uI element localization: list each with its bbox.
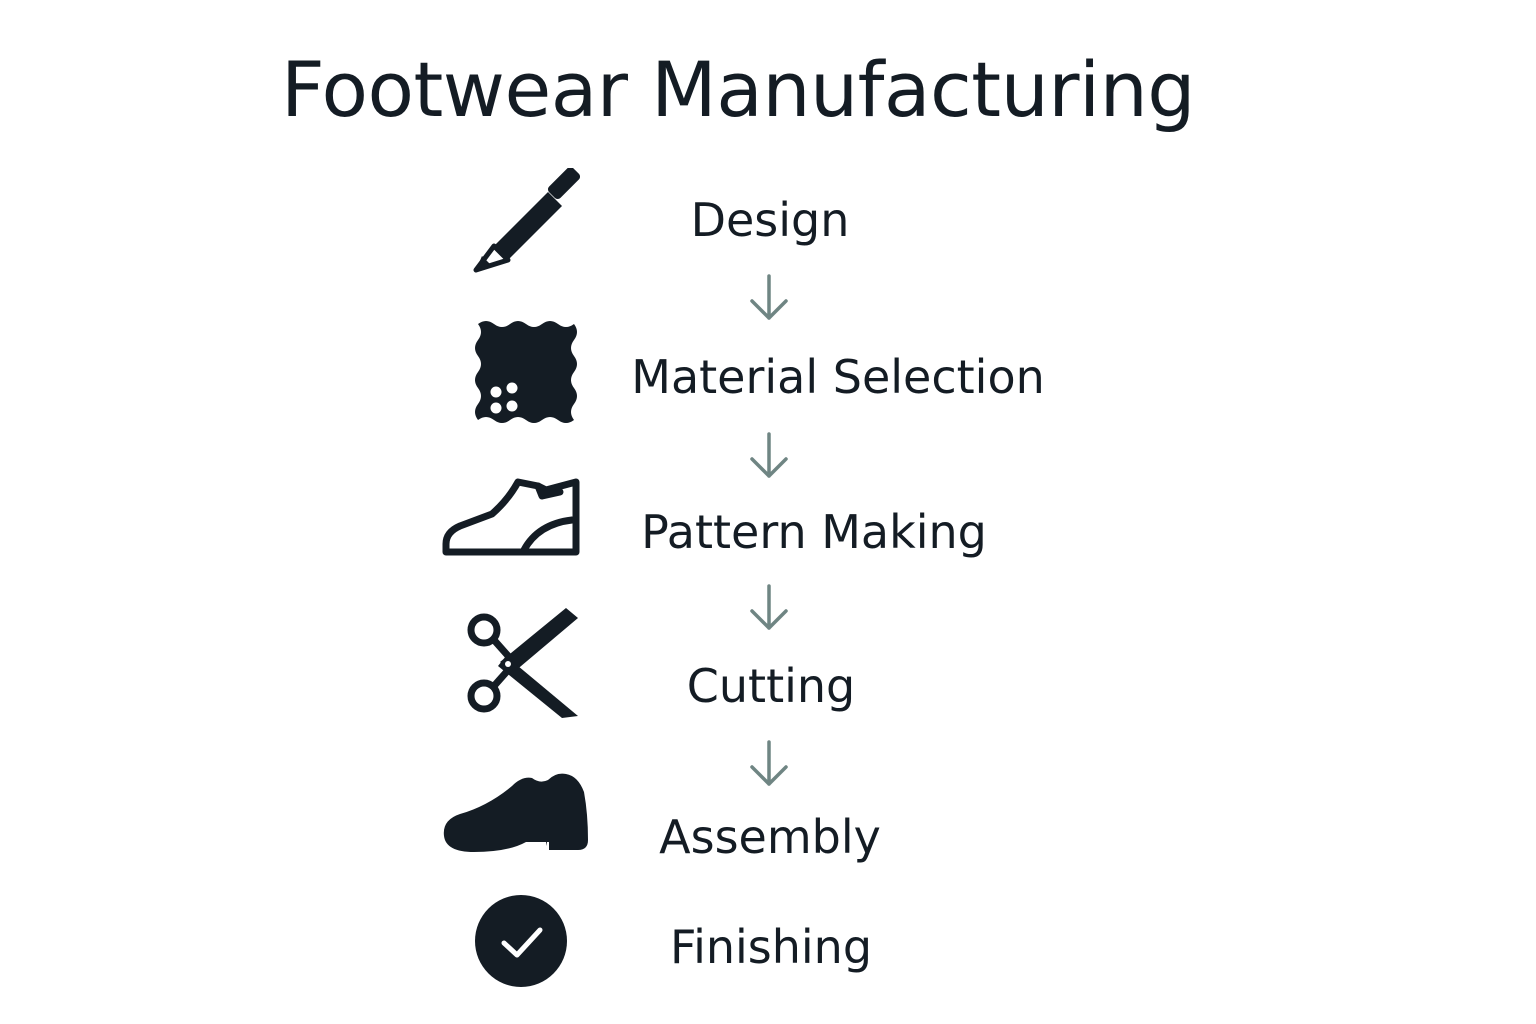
arrow-down-icon (750, 274, 788, 320)
fabric-swatch-icon (475, 321, 577, 423)
pencil-icon (473, 168, 580, 273)
shoe-outline-icon (442, 478, 580, 556)
arrow-down-icon (750, 584, 788, 630)
step-label-design: Design (690, 193, 850, 247)
scissors-icon (467, 608, 578, 718)
arrow-down-icon (750, 740, 788, 786)
step-label-finishing: Finishing (669, 920, 873, 974)
checkmark-circle-icon (475, 895, 567, 987)
step-label-pattern-making: Pattern Making (641, 505, 987, 559)
step-label-material-selection: Material Selection (631, 350, 1045, 404)
diagram-title: Footwear Manufacturing (280, 45, 1196, 134)
shoe-filled-icon (443, 773, 588, 852)
step-label-assembly: Assembly (659, 810, 881, 864)
arrow-down-icon (750, 432, 788, 478)
step-label-cutting: Cutting (686, 659, 856, 713)
